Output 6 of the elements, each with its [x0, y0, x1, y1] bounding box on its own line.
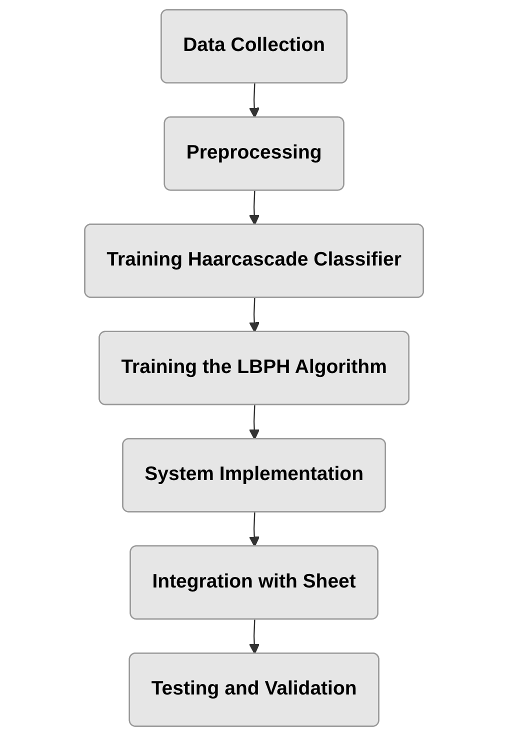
- arrow: [248, 83, 260, 118]
- arrow: [248, 512, 260, 547]
- arrow: [248, 190, 260, 226]
- arrow: [248, 620, 260, 654]
- arrow: [248, 298, 260, 333]
- arrow: [248, 405, 260, 440]
